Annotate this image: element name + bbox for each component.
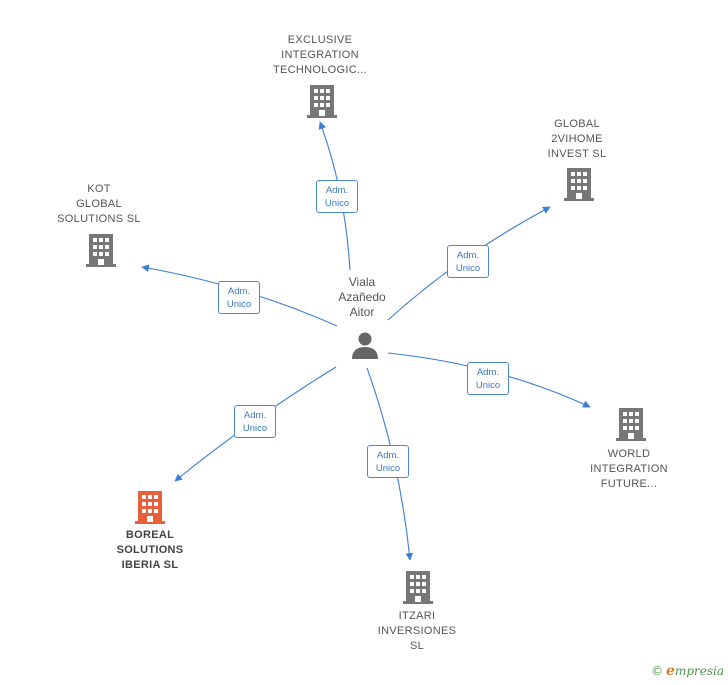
edge-label-global2vihome[interactable]: Adm. Unico <box>447 245 489 278</box>
building-icon[interactable] <box>563 167 595 201</box>
node-label-exclusive[interactable]: EXCLUSIVE INTEGRATION TECHNOLOGIC... <box>272 34 368 76</box>
edge-label-world[interactable]: Adm. Unico <box>467 362 509 395</box>
center-person-name[interactable]: Viala Azañedo Aitor <box>338 275 386 319</box>
footer-brand[interactable]: ©empresia <box>651 663 724 679</box>
copyright-icon: © <box>651 664 664 678</box>
node-label-itzari[interactable]: ITZARI INVERSIONES SL <box>377 610 457 652</box>
building-icon[interactable] <box>615 407 647 441</box>
person-icon[interactable] <box>350 330 380 360</box>
building-icon[interactable] <box>402 570 434 604</box>
node-label-world[interactable]: WORLD INTEGRATION FUTURE... <box>590 448 668 490</box>
building-icon[interactable] <box>306 84 338 118</box>
edge-label-boreal[interactable]: Adm. Unico <box>234 405 276 438</box>
brand-name: mpresia <box>674 664 724 678</box>
edge-label-kot[interactable]: Adm. Unico <box>218 281 260 314</box>
building-icon-highlighted[interactable] <box>134 490 166 524</box>
brand-logo-e: e <box>666 663 675 679</box>
edge-label-itzari[interactable]: Adm. Unico <box>367 445 409 478</box>
edge-label-exclusive[interactable]: Adm. Unico <box>316 180 358 213</box>
node-label-boreal[interactable]: BOREAL SOLUTIONS IBERIA SL <box>116 529 184 571</box>
building-icon[interactable] <box>85 233 117 267</box>
node-label-kot[interactable]: KOT GLOBAL SOLUTIONS SL <box>57 183 141 225</box>
node-label-global2vihome[interactable]: GLOBAL 2VIHOME INVEST SL <box>547 118 607 160</box>
